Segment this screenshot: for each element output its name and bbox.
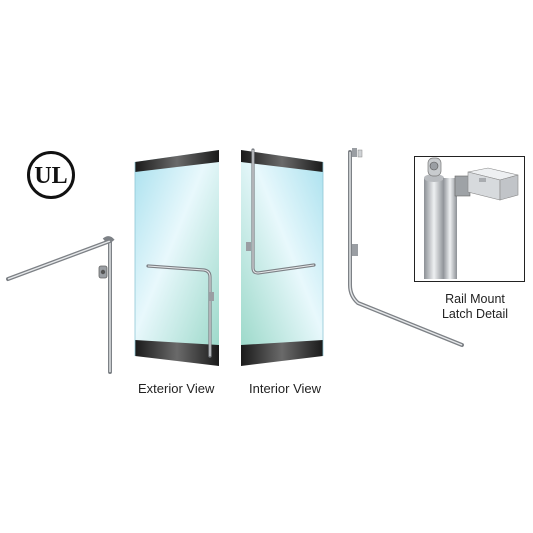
handle-profile-view [348, 148, 464, 347]
latch-detail-line1: Rail Mount [445, 292, 505, 306]
latch-detail-label: Rail Mount Latch Detail [420, 292, 530, 322]
interior-door [241, 148, 324, 366]
interior-view-label: Interior View [249, 381, 322, 396]
latch-detail-line2: Latch Detail [441, 307, 508, 321]
ul-listed-icon: UL [26, 150, 76, 200]
latch-detail-frame [414, 156, 525, 282]
exterior-view-label: Exterior View [138, 381, 215, 396]
ul-mark-text: UL [34, 163, 67, 189]
handle-side-view [6, 236, 115, 374]
latch-detail-drawing [415, 157, 522, 279]
exterior-door [134, 150, 219, 366]
